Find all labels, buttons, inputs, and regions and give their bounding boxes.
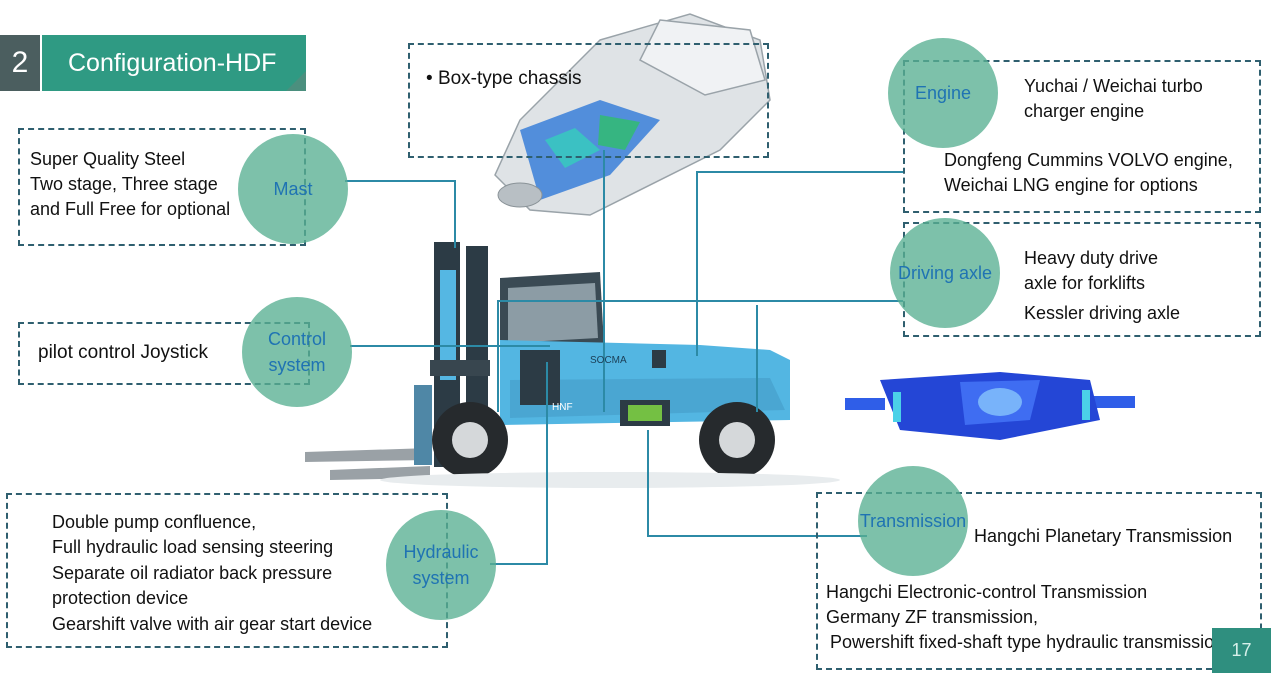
axle-connector-h xyxy=(497,300,903,302)
axle-line-3: Kessler driving axle xyxy=(1024,303,1181,323)
hydraulic-line-4: protection device xyxy=(52,588,189,608)
engine-line-2: charger engine xyxy=(1024,101,1145,121)
hydraulic-line-1: Double pump confluence, xyxy=(52,512,257,532)
mast-line-2: Two stage, Three stage xyxy=(30,174,218,194)
control-text: pilot control Joystick xyxy=(38,342,209,363)
transmission-badge: Transmission xyxy=(858,466,968,576)
transmission-connector-h xyxy=(647,535,867,537)
control-connector xyxy=(350,345,550,347)
transmission-line-3: Germany ZF transmission, xyxy=(826,607,1039,627)
axle-line-2: axle for forklifts xyxy=(1024,273,1146,293)
vehicle-model: HNF xyxy=(552,402,573,413)
engine-connector-v xyxy=(696,171,698,356)
forklift-illustration xyxy=(305,242,840,488)
control-badge-line-1: Control xyxy=(267,329,327,349)
mast-line-1: Super Quality Steel xyxy=(30,149,186,169)
hydraulic-line-2: Full hydraulic load sensing steering xyxy=(52,537,334,557)
control-badge: Control system xyxy=(242,297,352,407)
hydraulic-badge-line-2: system xyxy=(412,568,470,588)
transmission-line-1: Hangchi Planetary Transmission xyxy=(974,526,1233,546)
axle-connector-right xyxy=(756,305,758,412)
axle-badge: Driving axle xyxy=(890,218,1000,328)
axle-line-1: Heavy duty drive xyxy=(1024,248,1159,268)
page-number-tab: 17 xyxy=(1212,628,1271,673)
chassis-label-text: Box-type chassis xyxy=(437,68,582,89)
engine-badge: Engine xyxy=(888,38,998,148)
transmission-connector-v xyxy=(647,430,649,536)
hydraulic-line-3: Separate oil radiator back pressure xyxy=(52,563,333,583)
engine-connector-h xyxy=(696,171,904,173)
axle-badge-label: Driving axle xyxy=(897,263,993,283)
vehicle-brand: SOCMA xyxy=(590,355,627,366)
transmission-box xyxy=(816,492,1262,670)
hydraulic-line-5: Gearshift valve with air gear start devi… xyxy=(52,614,373,634)
section-title-box: Configuration-HDF xyxy=(42,35,306,91)
hydraulic-badge-line-1: Hydraulic xyxy=(403,542,479,562)
axle-illustration xyxy=(845,372,1135,440)
section-number-box: 2 xyxy=(0,35,40,91)
transmission-line-4: Powershift fixed-shaft type hydraulic tr… xyxy=(830,632,1225,652)
control-badge-line-2: system xyxy=(268,355,326,375)
chassis-box xyxy=(408,43,769,158)
engine-line-3: Dongfeng Cummins VOLVO engine, xyxy=(944,150,1233,170)
hydraulic-connector-h xyxy=(490,563,548,565)
chassis-label: • Box-type chassis xyxy=(426,68,582,89)
mast-line-3: and Full Free for optional xyxy=(30,199,231,219)
engine-box xyxy=(903,60,1261,213)
title-corner-fold xyxy=(286,71,306,91)
page-title: Configuration-HDF xyxy=(68,48,277,77)
mast-connector-down xyxy=(454,180,456,248)
transmission-badge-label: Transmission xyxy=(859,511,967,531)
transmission-line-2: Hangchi Electronic-control Transmission xyxy=(826,582,1148,602)
hydraulic-badge: Hydraulic system xyxy=(386,510,496,620)
chassis-connector xyxy=(603,150,605,412)
hydraulic-connector-v xyxy=(546,362,548,564)
engine-line-1: Yuchai / Weichai turbo xyxy=(1024,76,1203,96)
engine-badge-label: Engine xyxy=(914,83,972,103)
axle-connector-left xyxy=(497,300,499,412)
mast-badge-label: Mast xyxy=(273,179,313,199)
page-number: 17 xyxy=(1231,640,1252,660)
chassis-illustration xyxy=(494,13,771,216)
section-number: 2 xyxy=(11,46,29,79)
mast-connector xyxy=(345,180,455,182)
engine-line-4: Weichai LNG engine for options xyxy=(944,175,1198,195)
mast-badge: Mast xyxy=(238,134,348,244)
